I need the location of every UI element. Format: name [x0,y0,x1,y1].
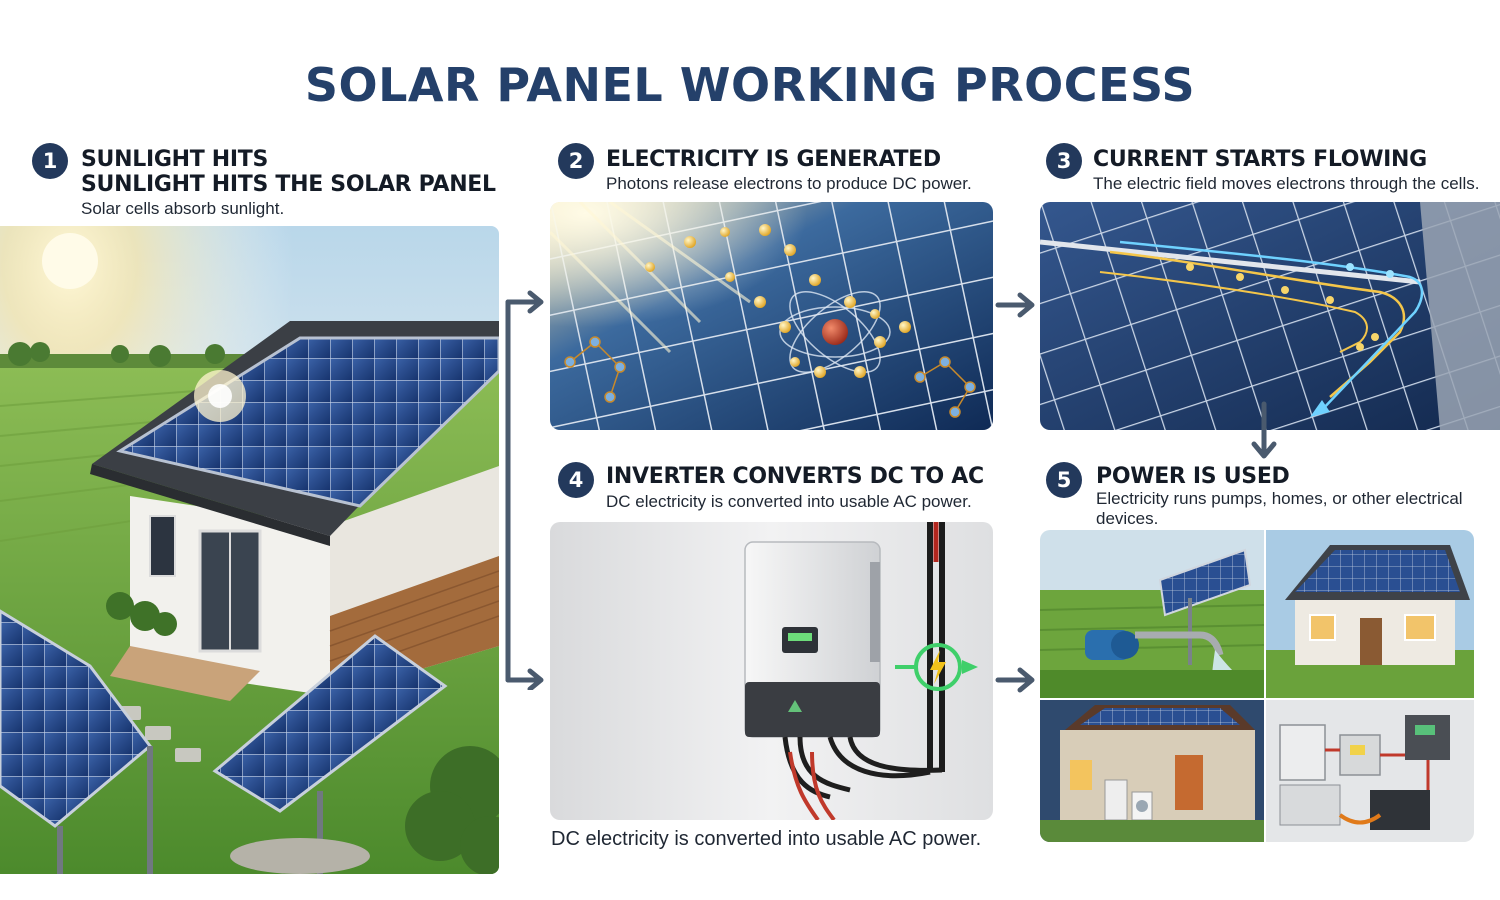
page-title: SOLAR PANEL WORKING PROCESS [304,58,1196,112]
step-2-description: Photons release electrons to produce DC … [606,174,972,193]
step-1-description: Solar cells absorb sunlight. [81,199,285,218]
step-4-heading: INVERTER CONVERTS DC TO AC [606,464,984,489]
step-1-badge: 1 [32,143,68,179]
step-4-badge: 4 [558,462,594,498]
step-2-illustration [550,202,993,430]
sun-icon [42,233,98,289]
arrow-branch-icon [505,290,544,690]
arrow-right-icon [995,292,1035,318]
step-1-heading-line1: SUNLIGHT HITS [81,147,269,172]
step-5-badge: 5 [1046,462,1082,498]
house-icon [1266,530,1474,698]
step-1-illustration [0,226,499,874]
step-5-description: Electricity runs pumps, homes, or other … [1096,489,1463,528]
step-4-illustration [550,522,993,820]
step-4-description: DC electricity is converted into usable … [606,492,972,511]
lightning-icon [895,643,978,691]
step-2-badge: 2 [558,143,594,179]
step-3-illustration [1040,202,1500,430]
step-3-description: The electric field moves electrons throu… [1093,174,1480,193]
step-1-heading-line2: SUNLIGHT HITS THE SOLAR PANEL [81,172,496,197]
step-2-heading: ELECTRICITY IS GENERATED [606,147,941,172]
step-5-heading: POWER IS USED [1096,464,1290,489]
inverter-icon [744,541,881,738]
solar-panel-icon [116,336,499,508]
step-3-badge: 3 [1046,143,1082,179]
water-pump-icon [1040,530,1265,698]
step-5-illustration [1040,530,1474,842]
step-3-heading: CURRENT STARTS FLOWING [1093,147,1427,172]
arrow-down-icon [1251,401,1277,459]
arrow-right-icon [995,667,1035,693]
step-4-caption: DC electricity is converted into usable … [551,828,982,850]
electron-icon [779,291,891,373]
